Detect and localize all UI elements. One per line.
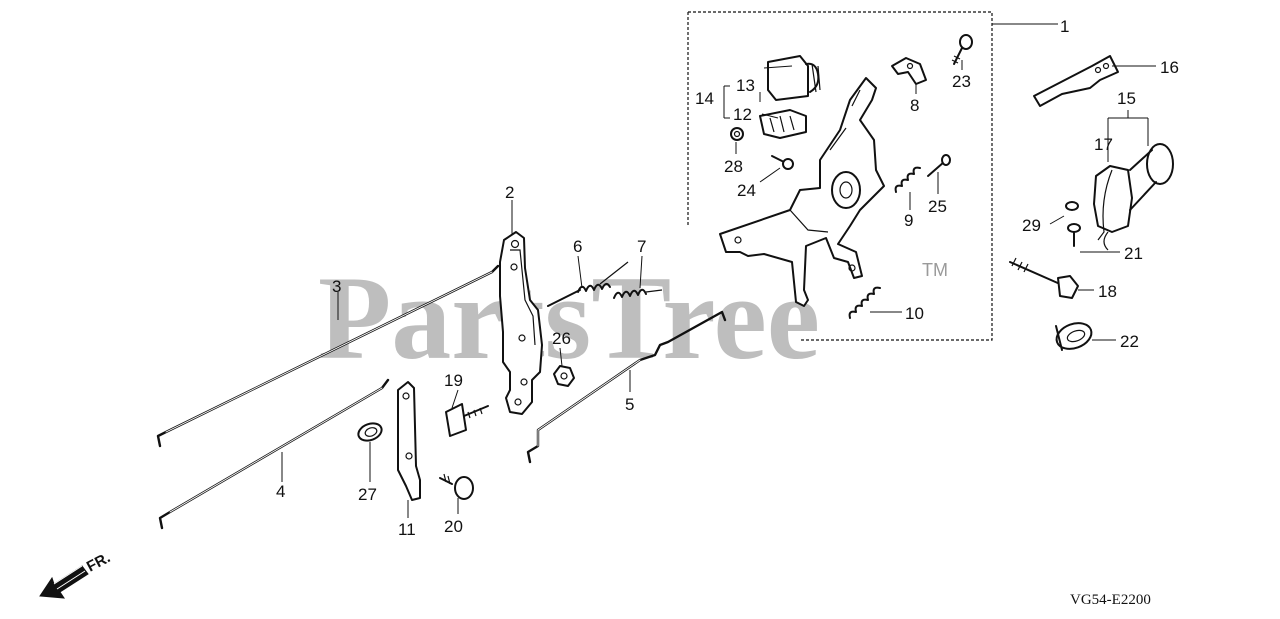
callout-27: 27 [358, 485, 377, 504]
callout-28: 28 [724, 157, 743, 176]
callout-2: 2 [505, 183, 514, 202]
watermark-text: PartsTree [318, 251, 820, 384]
control-base-assembly-box [687, 11, 1058, 341]
part-5-throttle-rod[interactable] [526, 310, 727, 464]
callout-29: 29 [1022, 216, 1041, 235]
callout-23: 23 [952, 72, 971, 91]
callout-17: 17 [1094, 135, 1113, 154]
part-4-governor-rod[interactable] [158, 378, 390, 530]
callout-3: 3 [332, 277, 341, 296]
callout-1: 1 [1060, 17, 1069, 36]
front-arrow-icon [39, 565, 89, 599]
part-20-flange-bolt[interactable] [439, 473, 474, 500]
callout-8: 8 [910, 96, 919, 115]
part-27-washer[interactable] [356, 420, 384, 443]
callout-9: 9 [904, 211, 913, 230]
part-18-bolt[interactable] [1009, 257, 1079, 299]
callout-21: 21 [1124, 244, 1143, 263]
part-29-washer[interactable] [1065, 201, 1079, 211]
part-3-choke-rod[interactable] [156, 264, 500, 448]
callout-18: 18 [1098, 282, 1117, 301]
part-12-switch[interactable] [759, 109, 807, 139]
leader-lines [281, 60, 1156, 518]
part-25-bolt[interactable] [927, 154, 951, 177]
callout-labels: 1 2 3 4 5 6 7 8 9 10 11 12 13 14 15 16 1… [276, 17, 1179, 539]
part-7-return-spring[interactable] [613, 288, 663, 299]
part-26-nut[interactable] [553, 365, 575, 387]
part-2-governor-arm[interactable] [499, 231, 543, 415]
part-22-cable-clamp[interactable] [1053, 319, 1095, 354]
part-23-screw[interactable] [951, 34, 973, 65]
part-11-link-bracket[interactable] [397, 381, 421, 501]
callout-10: 10 [905, 304, 924, 323]
callout-7: 7 [637, 237, 646, 256]
part-13-switch-knob[interactable] [767, 55, 821, 101]
callout-19: 19 [444, 371, 463, 390]
part-19-screw[interactable] [445, 403, 489, 437]
callout-16: 16 [1160, 58, 1179, 77]
part-15-switch-assembly[interactable] [1093, 143, 1174, 251]
part-24-screw[interactable] [771, 155, 794, 170]
callout-4: 4 [276, 482, 285, 501]
diagram-code: VG54-E2200 [1070, 592, 1151, 608]
callout-13: 13 [736, 76, 755, 95]
callout-6: 6 [573, 237, 582, 256]
callout-5: 5 [625, 395, 634, 414]
part-16-plate[interactable] [1033, 55, 1119, 107]
watermark-tm: TM [922, 260, 948, 280]
part-21-screw[interactable] [1067, 223, 1081, 247]
callout-22: 22 [1120, 332, 1139, 351]
part-8-cable-clip[interactable] [891, 57, 927, 85]
callout-24: 24 [737, 181, 756, 200]
callout-14: 14 [695, 89, 714, 108]
part-28-washer[interactable] [730, 127, 744, 141]
callout-12: 12 [733, 105, 752, 124]
callout-20: 20 [444, 517, 463, 536]
part-10-spring[interactable] [848, 286, 881, 319]
front-direction-indicator: FR. [39, 549, 113, 599]
callout-11: 11 [398, 520, 416, 539]
part-1-control-base[interactable] [719, 77, 885, 307]
part-6-governor-spring[interactable] [547, 261, 629, 307]
callout-15: 15 [1117, 89, 1136, 108]
callout-25: 25 [928, 197, 947, 216]
front-label: FR. [84, 549, 113, 575]
part-9-spring[interactable] [894, 166, 921, 193]
callout-26: 26 [552, 329, 571, 348]
